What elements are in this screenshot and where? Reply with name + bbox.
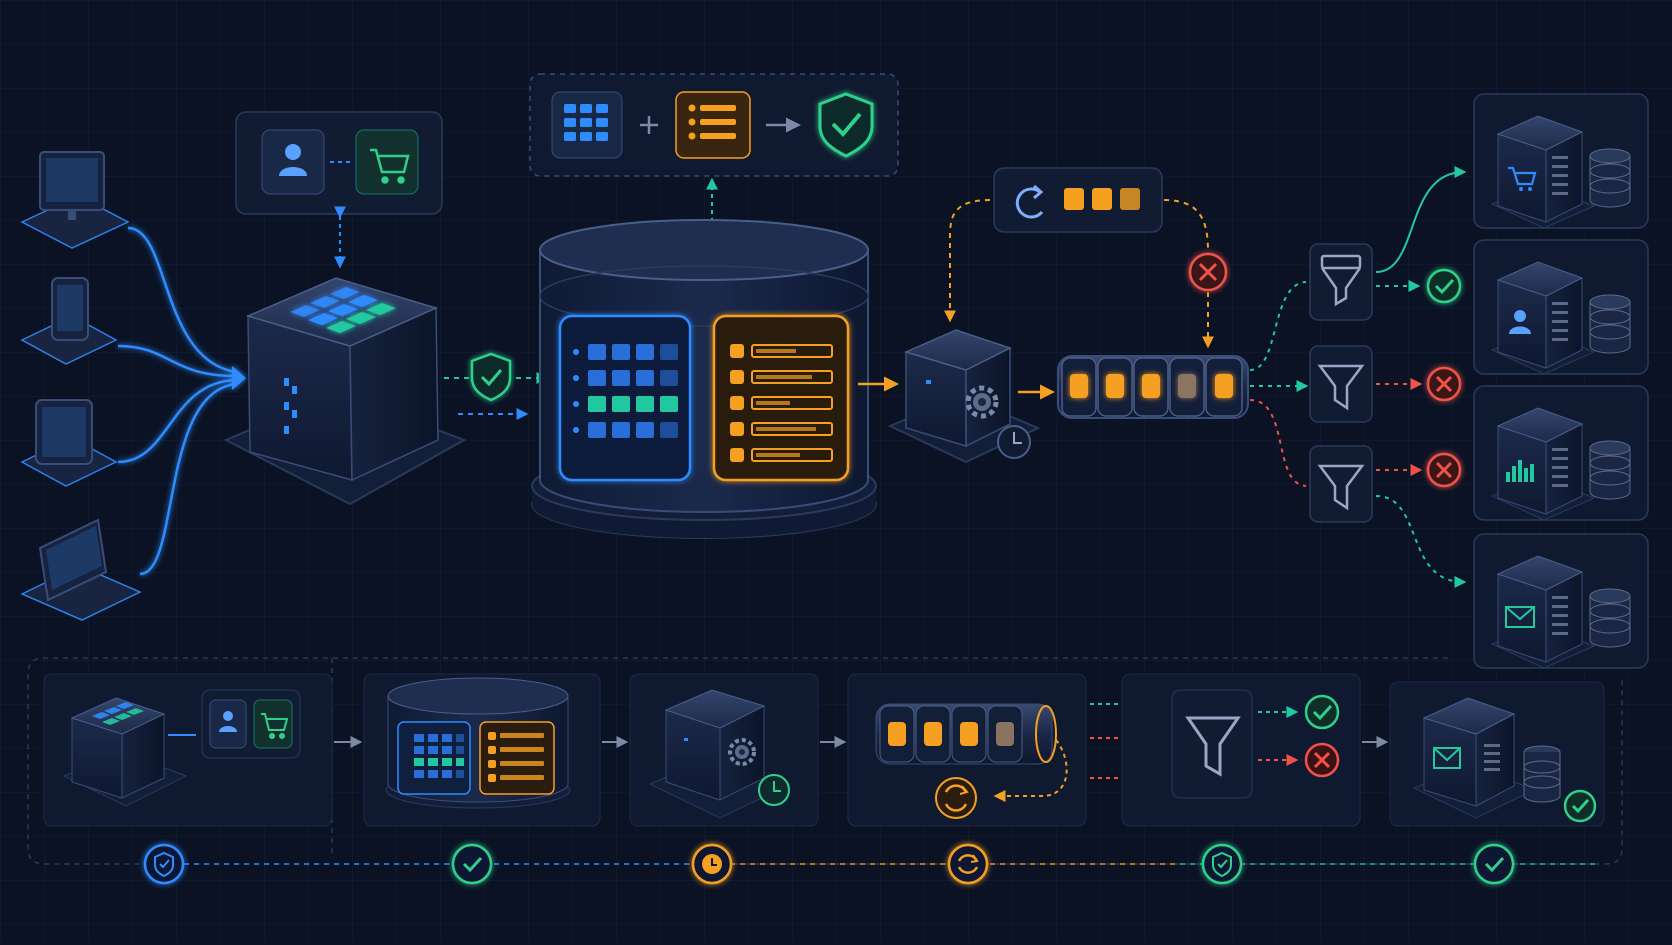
filter-top bbox=[1309, 243, 1373, 321]
destination-server bbox=[1473, 533, 1649, 669]
summary-stage-deliver bbox=[1389, 681, 1605, 827]
plus-icon bbox=[640, 116, 658, 134]
summary-stage-store bbox=[363, 673, 601, 827]
funnel-icon bbox=[1320, 254, 1362, 307]
retry-loop bbox=[944, 199, 1214, 349]
database-icon bbox=[1589, 148, 1631, 208]
filter-middle bbox=[1309, 345, 1373, 423]
list-icon bbox=[730, 344, 833, 462]
device-connectors bbox=[117, 226, 237, 576]
envelope-icon bbox=[1433, 747, 1461, 769]
x-icon bbox=[1304, 742, 1340, 778]
worker-cube bbox=[887, 329, 1041, 464]
ingest-cube-leds bbox=[284, 378, 297, 434]
envelope-icon bbox=[1505, 606, 1535, 628]
timeline-milestones bbox=[143, 843, 1515, 885]
gear-icon bbox=[965, 385, 999, 419]
retry-panel bbox=[993, 167, 1163, 233]
ingest-cube bbox=[223, 277, 467, 506]
check-icon bbox=[451, 843, 493, 885]
funnel-icon bbox=[1185, 716, 1241, 777]
destination-server bbox=[1473, 385, 1649, 521]
queue-block-icon bbox=[1064, 188, 1140, 210]
clock-icon bbox=[691, 843, 733, 885]
summary-stage-filter bbox=[1121, 673, 1361, 827]
device-smartphone bbox=[20, 277, 118, 365]
clock-icon bbox=[997, 425, 1031, 459]
clock-icon bbox=[758, 774, 790, 806]
grid-table-icon bbox=[573, 344, 678, 438]
summary-strip bbox=[27, 657, 1623, 865]
queue-to-filter-links bbox=[1249, 281, 1309, 487]
shield-check-icon bbox=[143, 843, 185, 885]
queue-block-icon bbox=[1070, 374, 1233, 398]
shield-check-icon bbox=[818, 92, 874, 158]
destination-server bbox=[1473, 93, 1649, 229]
list-icon bbox=[688, 104, 736, 140]
user-icon bbox=[1509, 310, 1531, 334]
shopping-cart-icon bbox=[1508, 166, 1537, 191]
refresh-icon bbox=[1015, 184, 1044, 219]
x-icon bbox=[1188, 252, 1228, 292]
shopping-cart-icon bbox=[261, 713, 289, 739]
shield-check-icon bbox=[470, 352, 512, 402]
device-desktop bbox=[20, 151, 130, 249]
ingest-cube-grid bbox=[290, 287, 396, 333]
summary-stage-ingest bbox=[43, 673, 333, 827]
grid-table-icon bbox=[564, 104, 608, 141]
destinations bbox=[1473, 93, 1649, 669]
x-icon bbox=[1426, 366, 1462, 402]
summary-stage-worker bbox=[629, 673, 819, 827]
refresh-icon bbox=[947, 843, 989, 885]
database-icon bbox=[1589, 588, 1631, 648]
gear-icon bbox=[728, 738, 756, 766]
ingest-to-store-links bbox=[444, 352, 549, 420]
check-icon bbox=[1563, 789, 1597, 823]
database-icon bbox=[1523, 745, 1561, 803]
data-store bbox=[531, 219, 877, 539]
shopping-cart-icon bbox=[370, 148, 410, 184]
bar-chart-icon bbox=[1506, 460, 1534, 482]
message-queue bbox=[1057, 355, 1249, 419]
funnel-icon bbox=[1317, 464, 1365, 511]
user-icon bbox=[279, 144, 307, 176]
x-icon bbox=[1426, 452, 1462, 488]
database-icon bbox=[1589, 294, 1631, 354]
device-laptop bbox=[20, 518, 142, 621]
filter-bottom bbox=[1309, 445, 1373, 523]
database-icon bbox=[1589, 440, 1631, 500]
check-icon bbox=[1304, 694, 1340, 730]
identity-panel bbox=[235, 111, 443, 215]
check-icon bbox=[1473, 843, 1515, 885]
ingest-arrow-icon bbox=[232, 366, 246, 390]
user-icon bbox=[219, 711, 237, 732]
shield-check-icon bbox=[1201, 843, 1243, 885]
summary-stage-queue bbox=[847, 673, 1087, 827]
check-icon bbox=[1426, 268, 1462, 304]
filter-outcome-links bbox=[1375, 166, 1467, 588]
destination-server bbox=[1473, 239, 1649, 375]
validation-panel bbox=[529, 73, 899, 177]
funnel-icon bbox=[1317, 364, 1365, 411]
refresh-icon bbox=[935, 777, 977, 819]
device-tablet bbox=[20, 399, 118, 487]
timeline bbox=[143, 843, 1600, 885]
